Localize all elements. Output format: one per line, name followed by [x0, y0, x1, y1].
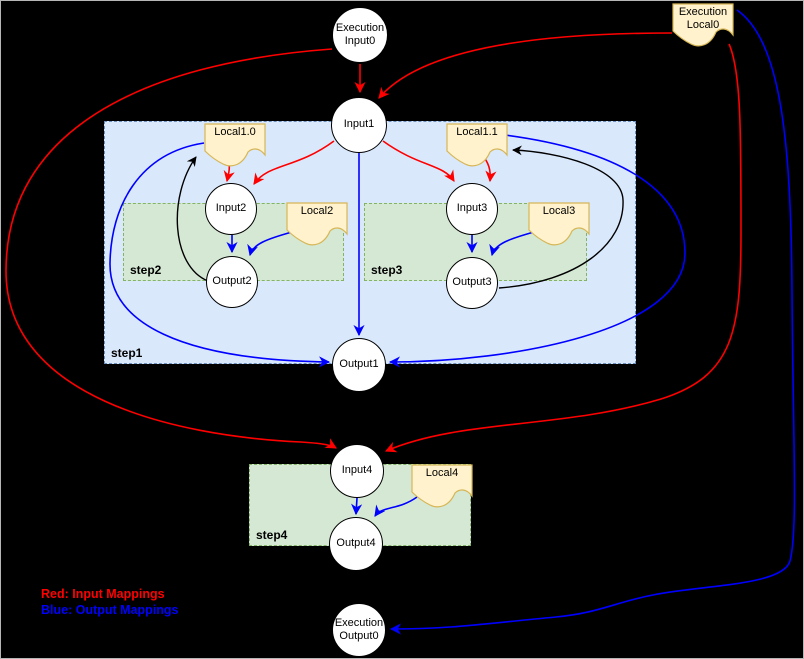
note-shape-icon — [204, 123, 266, 167]
node-execution-output0: Execution Output0 — [332, 603, 386, 657]
node-input4: Input4 — [330, 444, 384, 498]
note-shape-icon — [528, 202, 590, 246]
note-local1-1: Local1.1 — [446, 123, 508, 171]
node-input3: Input3 — [446, 183, 498, 235]
edge-exec-input0-to-input4 — [5, 48, 337, 449]
legend: Red: Input Mappings Blue: Output Mapping… — [41, 586, 178, 618]
edge-local1-0-to-output1 — [109, 142, 331, 368]
edge-local1-1-to-output1 — [388, 134, 686, 368]
edge-input4-to-output4 — [351, 497, 363, 516]
legend-red-label: Red: Input Mappings — [41, 587, 165, 601]
edge-input1-to-input2 — [253, 140, 335, 185]
step3-label: step3 — [371, 263, 403, 277]
note-local2: Local2 — [286, 202, 348, 250]
step1-label: step1 — [111, 346, 143, 360]
note-local3-label: Local3 — [542, 205, 576, 217]
edge-output3-to-local1-1 — [498, 145, 624, 289]
node-input1: Input1 — [331, 97, 387, 153]
edge-exec-local0-to-exec-output0 — [389, 9, 796, 635]
node-output4: Output4 — [329, 517, 383, 571]
note-local1-1-label: Local1.1 — [456, 126, 498, 138]
edge-local4-to-output4 — [374, 496, 418, 517]
note-local2-label: Local2 — [300, 205, 334, 217]
note-shape-icon — [411, 464, 473, 508]
node-output3: Output3 — [446, 257, 498, 309]
node-output1: Output1 — [332, 338, 386, 392]
node-input2: Input2 — [205, 183, 257, 235]
edge-input1-to-input3 — [382, 140, 455, 182]
step4-label: step4 — [256, 528, 288, 542]
note-local1-0-label: Local1.0 — [214, 126, 256, 138]
edge-local2-to-output2 — [247, 231, 293, 257]
note-local4: Local4 — [411, 464, 473, 512]
node-execution-input0: Execution Input0 — [332, 7, 388, 63]
note-shape-icon — [672, 3, 734, 47]
note-shape-icon — [446, 123, 508, 167]
note-local3: Local3 — [528, 202, 590, 250]
edge-exec-local0-to-input4 — [384, 43, 742, 453]
edge-local3-to-output3 — [489, 231, 535, 257]
note-shape-icon — [286, 202, 348, 246]
step2-label: step2 — [130, 263, 162, 277]
note-execution-local0: Execution Local0 — [672, 3, 734, 51]
note-execution-local0-label: Execution Local0 — [678, 6, 728, 31]
note-local1-0: Local1.0 — [204, 123, 266, 171]
legend-blue-label: Blue: Output Mappings — [41, 603, 179, 617]
edge-output2-to-local1-0 — [176, 156, 209, 282]
note-local4-label: Local4 — [425, 467, 459, 479]
edge-exec-local0-to-input1 — [378, 32, 673, 99]
node-output2: Output2 — [206, 256, 258, 308]
